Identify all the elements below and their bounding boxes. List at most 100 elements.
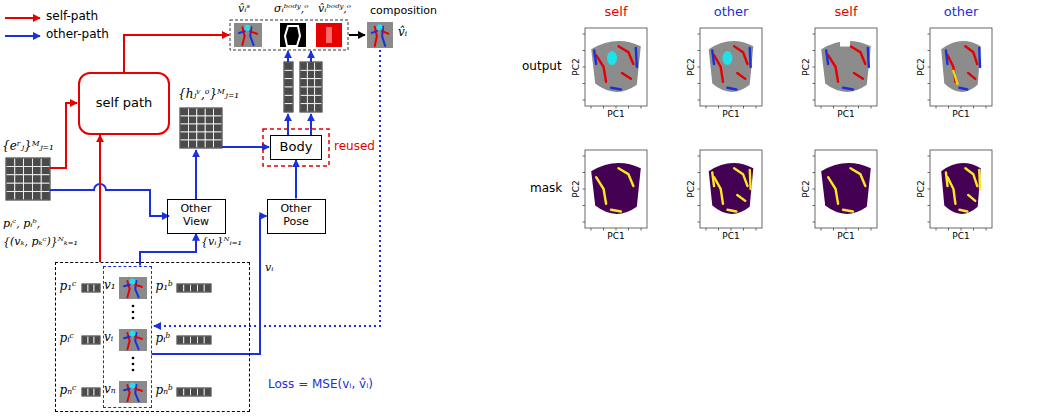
output-label: v̂ᵢᵇᵒᵈʸ,ᵒ (318, 3, 351, 16)
axis-label: PC2 (801, 58, 811, 75)
limb-trace (828, 55, 838, 82)
scatter-panel (813, 28, 878, 109)
body-output-arrow (310, 114, 312, 135)
axis-tick (583, 156, 586, 157)
limb-stroke (372, 31, 377, 33)
image-ground (119, 381, 147, 403)
feature-matrix (180, 108, 222, 148)
axis-tick (846, 228, 847, 231)
axis-tick (698, 67, 701, 68)
matrix-cell (6, 166, 15, 174)
matrix-cell (205, 116, 213, 124)
matrix-cell (214, 132, 222, 140)
limb-trace (843, 210, 853, 212)
head-trace (607, 51, 617, 65)
limb-stroke (124, 285, 130, 287)
axis-tick (718, 106, 719, 109)
limb-trace (727, 88, 736, 90)
axis-tick (583, 205, 586, 206)
matrix-label: {hⱼᵛ,ᵒ}ᴹⱼ₌₁ (178, 88, 239, 102)
limb-trace (635, 48, 638, 67)
limb-trace (596, 177, 606, 204)
matrix-cell (315, 104, 322, 112)
limb-trace (959, 88, 967, 90)
axis-tick (833, 228, 834, 231)
projection-shape (591, 41, 641, 92)
limb-trace (734, 46, 747, 64)
axis-tick (628, 106, 629, 109)
matrix-cell (300, 95, 307, 103)
axis-tick (928, 50, 931, 51)
limb-trace (828, 177, 838, 204)
matrix-cell (284, 104, 293, 112)
connector (99, 135, 101, 262)
matrix-cell (300, 87, 307, 95)
axis-tick (813, 100, 816, 101)
matrix-cell (94, 388, 100, 396)
matrix-cell (197, 388, 204, 396)
matrix-cell (177, 388, 184, 396)
plot-frame (815, 28, 877, 106)
limb-trace (712, 172, 714, 186)
axis-tick (718, 228, 719, 231)
axis-tick (698, 222, 701, 223)
axis-tick (813, 172, 816, 173)
limb-stroke (382, 31, 388, 34)
connector-label: vᵢ (264, 262, 274, 275)
input-image (119, 381, 147, 403)
limb-trace (749, 48, 752, 67)
pose-symbol: p₁ᶜ (60, 280, 77, 294)
matrix-cell (315, 95, 322, 103)
axis-tick (698, 100, 701, 101)
gap-patch (840, 39, 850, 47)
axis-label: PC2 (801, 180, 811, 197)
limb-stroke (135, 285, 142, 287)
matrix-cell (24, 175, 33, 183)
matrix-cell (188, 140, 196, 148)
matrix-cell (177, 336, 184, 344)
head-blob (129, 278, 135, 284)
axis-label: PC1 (722, 109, 739, 119)
mask-silhouette (285, 26, 300, 46)
axis-tick (813, 34, 816, 35)
limb-trace (953, 70, 958, 85)
render-patch (326, 27, 332, 43)
module-name: self path (96, 96, 153, 111)
axis-tick (591, 228, 592, 231)
matrix-cell (191, 284, 198, 292)
limb-stroke (135, 281, 138, 297)
matrix-cell (32, 158, 41, 166)
matrix-cell (197, 336, 204, 344)
axis-tick (813, 50, 816, 51)
axis-tick (583, 83, 586, 84)
axis-tick (871, 228, 872, 231)
limb-trace (618, 168, 633, 186)
limb-stroke (127, 385, 129, 401)
axis-tick (698, 205, 701, 206)
image-symbol: vᵢ (104, 331, 113, 345)
axis-tick (616, 106, 617, 109)
matrix-cell (6, 158, 15, 166)
body-pose-vector (177, 284, 211, 292)
axis-tick (731, 228, 732, 231)
axis-tick (698, 189, 701, 190)
module-name: Other Pose (274, 203, 318, 228)
mask-ground (280, 23, 306, 47)
body-render-image (316, 23, 342, 47)
matrix-cell (307, 70, 314, 78)
matrix-cell (82, 284, 88, 292)
other-input-arrow (50, 184, 169, 216)
axis-tick (698, 156, 701, 157)
axis-tick (821, 106, 822, 109)
path-module: self path (78, 72, 170, 135)
head-blob (244, 25, 250, 31)
matrix-cell (184, 336, 191, 344)
limb-stroke (124, 389, 130, 391)
projection-shape (709, 41, 754, 92)
embedding-matrix (6, 158, 50, 200)
colour-vector (300, 62, 322, 112)
output-label: v̂ᵢˢ (238, 3, 250, 16)
axis-tick (731, 106, 732, 109)
head-blob (376, 24, 382, 30)
